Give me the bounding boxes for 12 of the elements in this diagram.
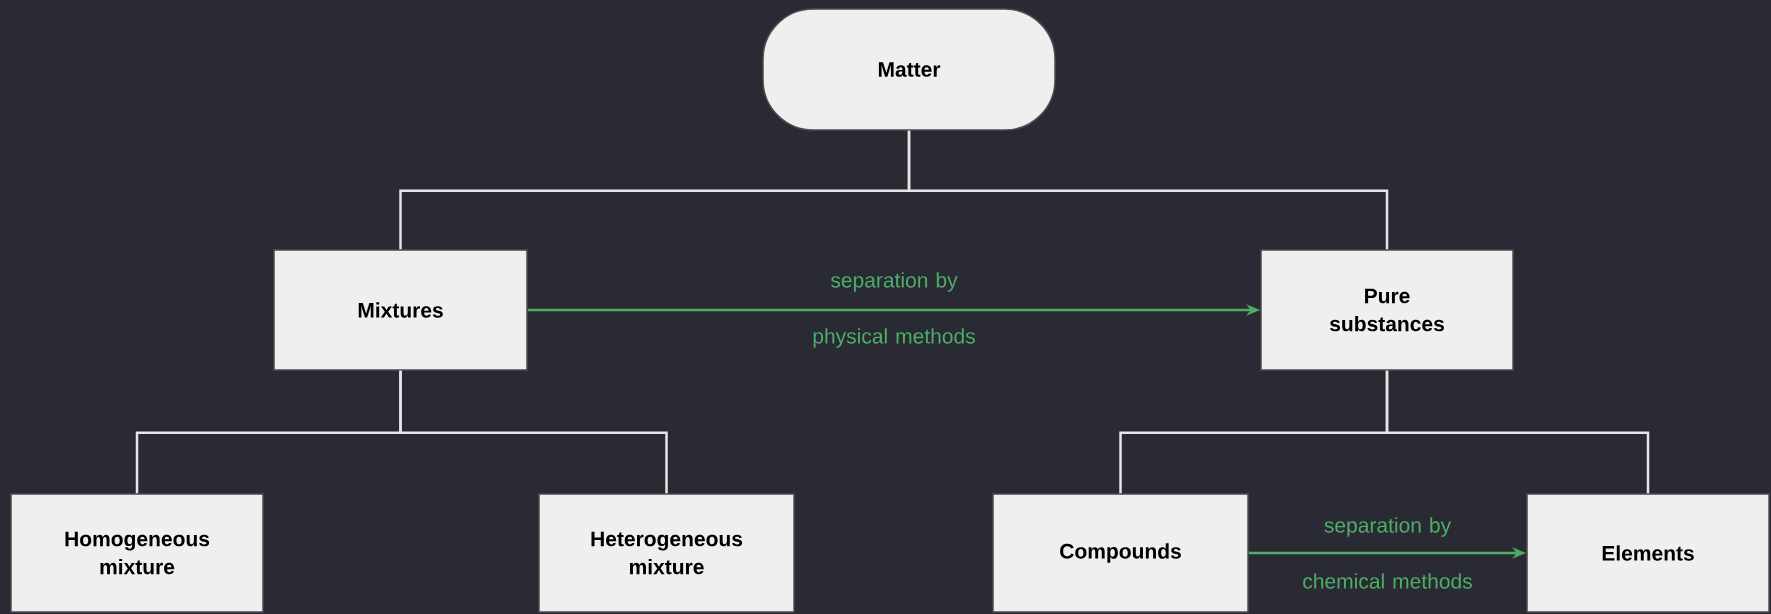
category-box: Heterogeneous mixture [538, 493, 795, 613]
category-box: Mixtures [273, 249, 528, 371]
edge-label: separation by physical methods [813, 272, 975, 348]
tree-connector [907, 130, 1389, 250]
start-terminal: Matter [762, 8, 1056, 131]
tree-connector [1385, 370, 1650, 494]
tree-connector [399, 370, 668, 494]
edge-label: separation by chemical methods [1303, 517, 1472, 589]
category-box: Elements [1526, 493, 1770, 613]
category-box: Compounds [992, 493, 1249, 613]
category-box: Pure substances [1260, 249, 1514, 371]
category-box: Homogeneous mixture [10, 493, 264, 613]
